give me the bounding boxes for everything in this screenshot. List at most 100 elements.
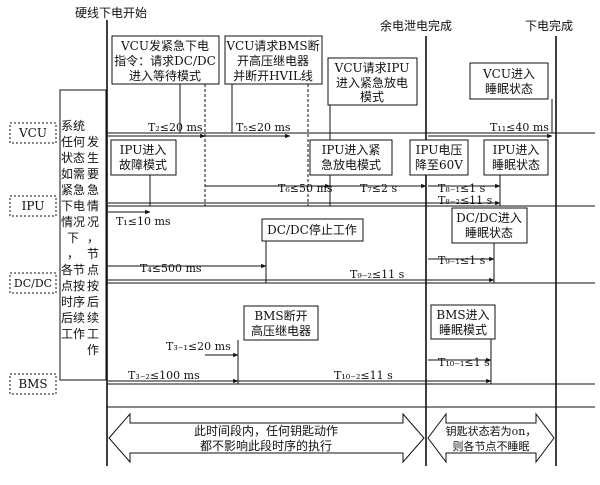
- ipu-60v-box: IPU电压 降至60V: [409, 139, 469, 176]
- svg-text:T₄≤500 ms: T₄≤500 ms: [140, 262, 202, 275]
- svg-text:降至60V: 降至60V: [415, 158, 463, 172]
- svg-text:情况: 情况: [61, 215, 85, 229]
- svg-text:T₉₋₁≤1 s: T₉₋₁≤1 s: [438, 254, 486, 267]
- svg-text:BMS断开: BMS断开: [254, 308, 307, 323]
- t5-timing: T₅≤20 ms: [205, 121, 291, 139]
- t9-2-timing: T₉₋₂≤11 s: [108, 268, 495, 283]
- svg-text:T₈₋₂≤11 s: T₈₋₂≤11 s: [438, 194, 493, 207]
- svg-text:IPU进入: IPU进入: [120, 143, 167, 157]
- vcu-bms-cut-box: VCU请求BMS断 开高压继电器 并断开HVIL线: [224, 35, 323, 85]
- svg-text:IPU: IPU: [22, 199, 45, 213]
- svg-text:生: 生: [87, 151, 99, 165]
- svg-text:并断开HVIL线: 并断开HVIL线: [233, 68, 313, 83]
- t2-timing: T₂≤20 ms: [108, 121, 206, 139]
- svg-text:VCU发紧急下电: VCU发紧急下电: [120, 38, 209, 53]
- svg-text:按: 按: [87, 279, 99, 293]
- svg-text:T₁₀₋₂≤11 s: T₁₀₋₂≤11 s: [334, 369, 393, 382]
- ipu-lane-label: IPU: [9, 195, 57, 217]
- vcu-emergency-box: VCU发紧急下电 指令：请求DC/DC 进入等待模式: [111, 35, 220, 85]
- vcu-lane-label: VCU: [9, 122, 57, 144]
- svg-text:急: 急: [87, 182, 99, 197]
- vcu-sleep-box: VCU进入 睡眠状态: [469, 62, 549, 100]
- svg-text:都不影响此段时序的执行: 都不影响此段时序的执行: [200, 438, 332, 453]
- svg-text:时序: 时序: [61, 294, 85, 309]
- svg-text:睡眠状态: 睡眠状态: [465, 226, 513, 240]
- t3-2-timing: T₃₋₂≤100 ms: [108, 369, 239, 384]
- svg-text:节: 节: [87, 247, 99, 261]
- dcdc-lane-label: DC/DC: [9, 272, 57, 294]
- svg-text:况: 况: [87, 215, 99, 229]
- svg-text:则各节点不睡眠: 则各节点不睡眠: [453, 439, 530, 453]
- bms-sleep-box: BMS进入 睡眠模式: [430, 304, 496, 340]
- power-down-done-label: 下电完成: [525, 18, 573, 33]
- svg-text:状态: 状态: [61, 151, 85, 165]
- svg-text:进入紧急放电: 进入紧急放电: [336, 75, 408, 90]
- svg-text:T₃₋₁≤20 ms: T₃₋₁≤20 ms: [166, 340, 231, 353]
- t7-timing: T₇≤2 s: [330, 182, 427, 195]
- svg-text:BMS进入: BMS进入: [436, 308, 489, 322]
- svg-text:作: 作: [87, 343, 99, 357]
- svg-text:指令：请求DC/DC: 指令：请求DC/DC: [114, 53, 216, 68]
- svg-text:钥匙状态若为on，: 钥匙状态若为on，: [446, 424, 537, 438]
- svg-text:DC/DC停止工作: DC/DC停止工作: [267, 222, 357, 237]
- t10-2-timing: T₁₀₋₂≤11 s: [238, 369, 492, 384]
- svg-text:DC/DC: DC/DC: [14, 277, 52, 290]
- svg-text:睡眠状态: 睡眠状态: [492, 158, 540, 172]
- svg-text:后续: 后续: [61, 311, 85, 325]
- svg-text:睡眠模式: 睡眠模式: [439, 323, 487, 337]
- bms-cut-box: BMS断开 高压继电器: [243, 305, 319, 341]
- ipu-fault-box: IPU进入 故障模式: [110, 139, 177, 176]
- dcdc-stop-box: DC/DC停止工作: [261, 218, 364, 242]
- svg-text:VCU: VCU: [18, 126, 47, 140]
- svg-text:VCU请求IPU: VCU请求IPU: [334, 61, 410, 75]
- svg-text:T₇≤2 s: T₇≤2 s: [360, 182, 397, 195]
- svg-text:T₃₋₂≤100 ms: T₃₋₂≤100 ms: [128, 369, 200, 382]
- hardwire-start-label: 硬线下电开始: [75, 6, 147, 20]
- svg-text:VCU进入: VCU进入: [482, 67, 535, 81]
- svg-text:故障模式: 故障模式: [119, 157, 167, 172]
- side-note-right-column: 发 生 要 急 情 况 ， 节 点 按 后 续 工 作: [87, 134, 99, 357]
- svg-text:续: 续: [87, 311, 99, 325]
- svg-text:如需: 如需: [61, 166, 85, 181]
- svg-text:要: 要: [87, 167, 99, 181]
- svg-text:高压继电器: 高压继电器: [251, 323, 311, 338]
- svg-text:进入等待模式: 进入等待模式: [129, 69, 201, 83]
- svg-text:T₆≤50 ms: T₆≤50 ms: [278, 182, 333, 195]
- bms-lane-label: BMS: [9, 373, 57, 395]
- svg-text:T₈₋₁≤1 s: T₈₋₁≤1 s: [438, 182, 486, 195]
- side-note-box: [59, 89, 107, 381]
- svg-text:IPU电压: IPU电压: [416, 143, 463, 157]
- svg-text:睡眠状态: 睡眠状态: [485, 82, 533, 96]
- dcdc-sleep-box: DC/DC进入 睡眠状态: [451, 207, 528, 244]
- svg-text:各节: 各节: [61, 262, 85, 277]
- svg-text:情: 情: [87, 199, 99, 213]
- svg-text:VCU请求BMS断: VCU请求BMS断: [225, 38, 319, 53]
- svg-text:模式: 模式: [360, 90, 384, 104]
- t9-1-timing: T₉₋₁≤1 s: [428, 254, 495, 267]
- bottom-left-block-arrow: 此时间段内，任何钥匙动作 都不影响此段时序的执行: [108, 412, 425, 464]
- t10-1-timing: T₁₀₋₁≤1 s: [428, 356, 492, 369]
- t1-timing: T₁≤10 ms: [108, 209, 171, 228]
- vcu-ipu-discharge-box: VCU请求IPU 进入紧急放电 模式: [327, 57, 418, 106]
- svg-text:下电: 下电: [61, 199, 85, 213]
- svg-text:，: ，: [87, 231, 99, 245]
- svg-text:T₂≤20 ms: T₂≤20 ms: [148, 121, 203, 134]
- t8-1-timing: T₈₋₁≤1 s: [428, 182, 501, 195]
- svg-text:后: 后: [87, 295, 99, 309]
- svg-text:T₅≤20 ms: T₅≤20 ms: [236, 121, 291, 134]
- svg-text:急放电模式: 急放电模式: [321, 157, 381, 172]
- t4-timing: T₄≤500 ms: [108, 262, 267, 275]
- t6-timing: T₆≤50 ms: [205, 182, 333, 195]
- svg-text:IPU进入紧: IPU进入紧: [322, 143, 381, 157]
- t8-2-timing: T₈₋₂≤11 s: [108, 194, 501, 207]
- svg-text:发: 发: [87, 134, 99, 149]
- side-note-left-column: 系统 任何 状态 如需 紧急 下电 情况 下 ， 各节 点按 时序 后续 工作: [61, 119, 85, 341]
- svg-text:点按: 点按: [61, 279, 85, 293]
- svg-text:任何: 任何: [61, 135, 85, 149]
- svg-text:DC/DC进入: DC/DC进入: [456, 211, 522, 225]
- svg-text:T₁₁≤40 ms: T₁₁≤40 ms: [490, 121, 549, 134]
- t11-timing: T₁₁≤40 ms: [428, 121, 553, 139]
- svg-text:下: 下: [67, 231, 79, 245]
- residual-discharge-done-label: 余电泄电完成: [380, 18, 452, 33]
